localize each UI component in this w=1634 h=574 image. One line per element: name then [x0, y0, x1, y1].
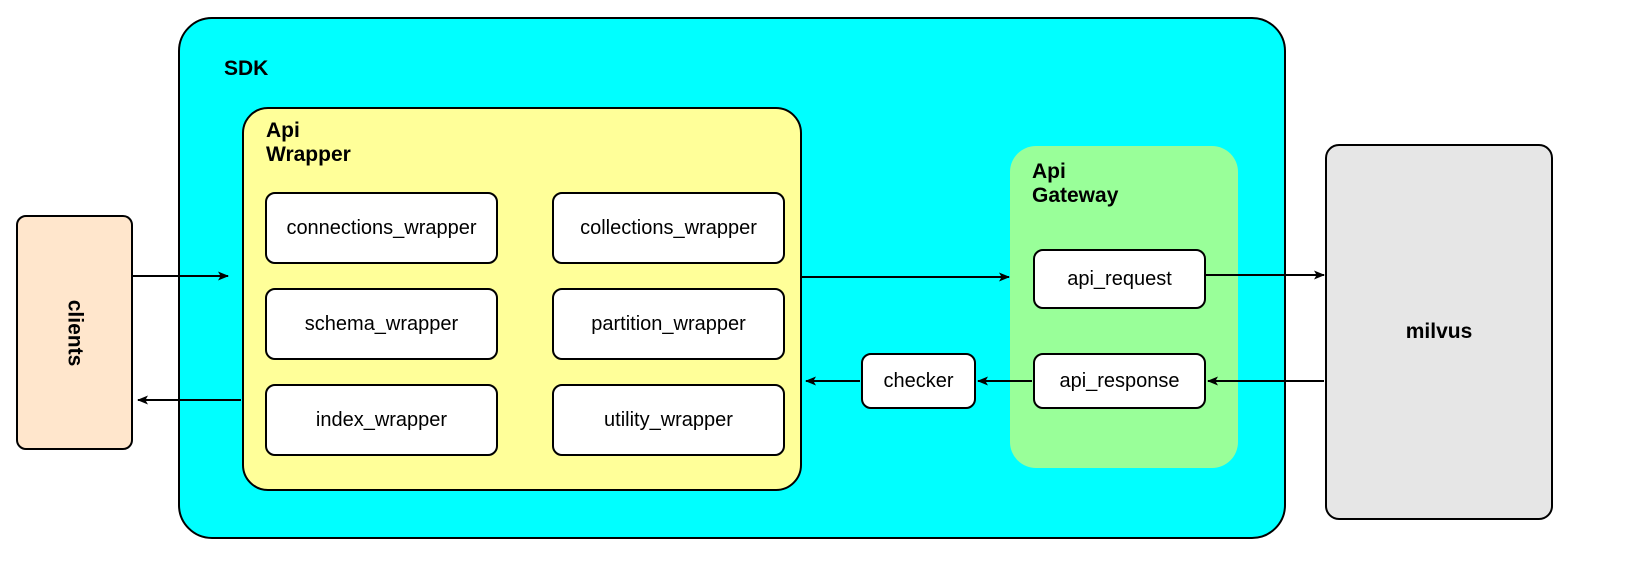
- milvus-box[interactable]: milvus: [1325, 144, 1553, 520]
- node-collections-wrapper[interactable]: collections_wrapper: [552, 192, 785, 264]
- sdk-label: SDK: [224, 57, 269, 80]
- clients-box[interactable]: clients: [16, 215, 133, 450]
- node-label: utility_wrapper: [604, 408, 733, 431]
- node-label: schema_wrapper: [304, 312, 459, 335]
- checker-label: checker: [883, 369, 954, 392]
- milvus-label: milvus: [1405, 320, 1473, 343]
- clients-label: clients: [63, 299, 87, 366]
- node-partition-wrapper[interactable]: partition_wrapper: [552, 288, 785, 360]
- checker-box[interactable]: checker: [861, 353, 976, 409]
- node-label: partition_wrapper: [591, 312, 746, 335]
- node-schema-wrapper[interactable]: schema_wrapper: [265, 288, 498, 360]
- node-label: api_request: [1067, 267, 1172, 290]
- api-gateway-label: Api Gateway: [1032, 160, 1119, 208]
- api-wrapper-label: Api Wrapper: [266, 119, 351, 167]
- node-connections-wrapper[interactable]: connections_wrapper: [265, 192, 498, 264]
- node-label: index_wrapper: [315, 408, 448, 431]
- node-label: connections_wrapper: [286, 216, 477, 239]
- node-label: collections_wrapper: [580, 216, 757, 239]
- node-utility-wrapper[interactable]: utility_wrapper: [552, 384, 785, 456]
- node-api-request[interactable]: api_request: [1033, 249, 1206, 309]
- node-api-response[interactable]: api_response: [1033, 353, 1206, 409]
- node-label: api_response: [1059, 369, 1180, 392]
- node-index-wrapper[interactable]: index_wrapper: [265, 384, 498, 456]
